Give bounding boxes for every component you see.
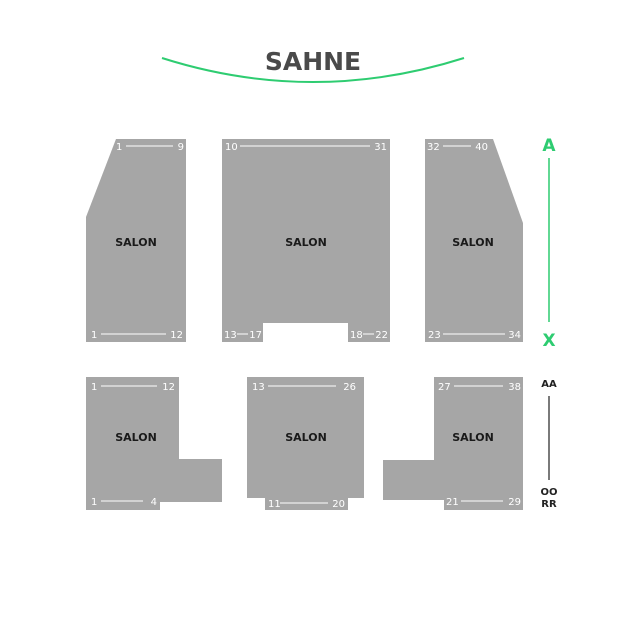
section-label: SALON (285, 236, 327, 249)
seat-end-upper-left-top: 9 (178, 142, 184, 153)
seat-end-upper-left-bottom: 12 (170, 330, 183, 341)
seat-start-upper-center-bottom-left: 13 (224, 330, 237, 341)
seat-start-lower-center-bottom: 11 (268, 499, 281, 510)
seat-start-upper-left-top: 1 (116, 142, 122, 153)
lower-row-indicator: AA OO RR (540, 379, 557, 510)
row-label-end-2: RR (541, 499, 557, 510)
row-label-end: X (542, 331, 555, 351)
section-label: SALON (115, 431, 157, 444)
seat-end-upper-right-top: 40 (475, 142, 488, 153)
upper-row-indicator: A X (542, 136, 556, 351)
seat-end-lower-right-top: 38 (508, 382, 521, 393)
seat-start-lower-center-top: 13 (252, 382, 265, 393)
seat-start-upper-center-top: 10 (225, 142, 238, 153)
seat-end-upper-center-bottom-left: 17 (249, 330, 262, 341)
seat-start-upper-right-bottom: 23 (428, 330, 441, 341)
section-label: SALON (285, 431, 327, 444)
seat-end-upper-center-top: 31 (374, 142, 387, 153)
block-lower-center[interactable] (247, 377, 364, 510)
section-lower-center[interactable]: 13 26 SALON 11 20 (247, 377, 364, 510)
section-label: SALON (452, 431, 494, 444)
seat-start-lower-right-bottom: 21 (446, 497, 459, 508)
seat-end-lower-left-bottom: 4 (151, 497, 157, 508)
block-upper-center[interactable] (222, 139, 390, 342)
seat-start-lower-left-top: 1 (91, 382, 97, 393)
seat-start-lower-right-top: 27 (438, 382, 451, 393)
row-label-start: A (542, 136, 556, 156)
block-upper-left[interactable] (86, 139, 186, 342)
seat-start-upper-left-bottom: 1 (91, 330, 97, 341)
seat-end-upper-right-bottom: 34 (508, 330, 521, 341)
seat-end-lower-left-top: 12 (162, 382, 175, 393)
seat-start-upper-center-bottom-right: 18 (350, 330, 363, 341)
section-lower-left[interactable]: 1 12 SALON 1 4 (86, 377, 222, 510)
section-label: SALON (115, 236, 157, 249)
seat-start-lower-left-bottom: 1 (91, 497, 97, 508)
section-lower-right[interactable]: 27 38 SALON 21 29 (383, 377, 523, 510)
block-upper-right[interactable] (425, 139, 523, 342)
section-upper-center[interactable]: 10 31 SALON 13 17 18 22 (222, 139, 390, 342)
block-lower-right[interactable] (383, 377, 523, 510)
stage-label: SAHNE (265, 47, 361, 76)
section-upper-right[interactable]: 32 40 SALON 23 34 (425, 139, 523, 342)
seat-end-lower-right-bottom: 29 (508, 497, 521, 508)
seat-end-upper-center-bottom-right: 22 (375, 330, 388, 341)
row-label-end-1: OO (540, 487, 557, 498)
seat-start-upper-right-top: 32 (427, 142, 440, 153)
section-upper-left[interactable]: 1 9 SALON 1 12 (86, 139, 186, 342)
row-label-start: AA (541, 379, 557, 390)
section-label: SALON (452, 236, 494, 249)
block-lower-left[interactable] (86, 377, 222, 510)
seat-end-lower-center-bottom: 20 (332, 499, 345, 510)
stage-arc (161, 57, 465, 83)
seat-end-lower-center-top: 26 (343, 382, 356, 393)
